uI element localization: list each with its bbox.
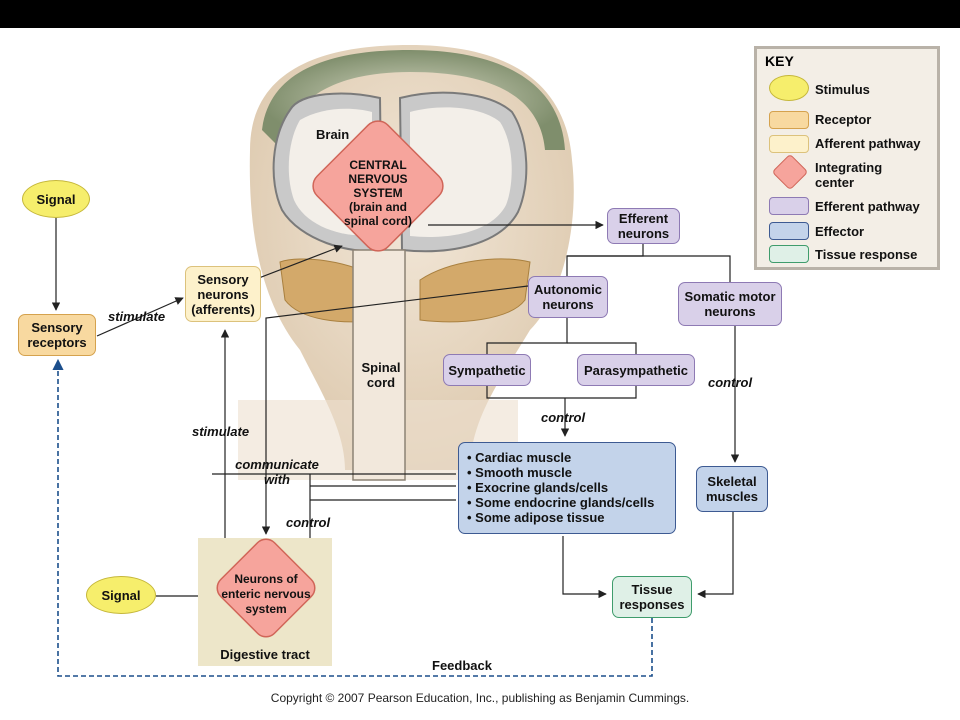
sensory-receptors: Sensory receptors bbox=[18, 314, 96, 356]
digestive-tract-label: Digestive tract bbox=[220, 647, 310, 662]
skeletal-muscles: Skeletal muscles bbox=[696, 466, 768, 512]
key-swatch-stimulus bbox=[769, 75, 809, 101]
connectors bbox=[51, 218, 740, 599]
enteric-label: Neurons of enteric nervous system bbox=[221, 572, 311, 616]
tissue-responses: Tissue responses bbox=[612, 576, 692, 618]
cns-label: CENTRAL NERVOUS SYSTEM (brain and spinal… bbox=[343, 158, 412, 228]
somatic-motor-neurons: Somatic motor neurons bbox=[678, 282, 782, 326]
effector-item: • Smooth muscle bbox=[467, 465, 572, 480]
key-swatch-integrating bbox=[771, 153, 809, 191]
key-label-effector: Effector bbox=[815, 224, 865, 239]
key-swatch-receptor bbox=[769, 111, 809, 129]
feedback-label: Feedback bbox=[432, 658, 492, 673]
edge-label-control: control bbox=[286, 515, 331, 530]
sympathetic: Sympathetic bbox=[443, 354, 531, 386]
key-legend: KEY Stimulus Receptor Afferent pathway I… bbox=[754, 46, 940, 270]
spinal-cord-label: Spinal cord bbox=[361, 360, 401, 390]
effector-item: • Cardiac muscle bbox=[467, 450, 572, 465]
edge-label-stimulate: stimulate bbox=[192, 424, 250, 439]
edge-label-control: control bbox=[708, 375, 753, 390]
key-label-afferent: Afferent pathway bbox=[815, 136, 921, 151]
copyright: Copyright © 2007 Pearson Education, Inc.… bbox=[270, 691, 690, 705]
enteric-diamond bbox=[216, 538, 316, 638]
edge-label-stimulate: stimulate bbox=[108, 309, 166, 324]
effector-item: • Some endocrine glands/cells bbox=[467, 495, 655, 510]
key-swatch-tissue bbox=[769, 245, 809, 263]
key-label-efferent: Efferent pathway bbox=[815, 199, 920, 214]
key-label-tissue: Tissue response bbox=[815, 247, 918, 262]
edge-label-control: control bbox=[541, 410, 586, 425]
key-label-integrating: Integrating center bbox=[815, 160, 883, 190]
signal-bottom: Signal bbox=[86, 576, 156, 614]
key-label-stimulus: Stimulus bbox=[815, 82, 870, 97]
effector-item: • Some adipose tissue bbox=[467, 510, 605, 525]
feedback-arrow bbox=[52, 358, 653, 677]
autonomic-effectors: • Cardiac muscle • Smooth muscle • Exocr… bbox=[458, 442, 676, 534]
brain-label: Brain bbox=[316, 127, 350, 142]
edge-label-communicate-with: communicate with bbox=[235, 457, 319, 487]
key-title: KEY bbox=[765, 53, 794, 69]
parasympathetic: Parasympathetic bbox=[577, 354, 695, 386]
efferent-neurons: Efferent neurons bbox=[607, 208, 680, 244]
key-label-receptor: Receptor bbox=[815, 112, 872, 127]
sensory-neurons: Sensory neurons (afferents) bbox=[185, 266, 261, 322]
effector-item: • Exocrine glands/cells bbox=[467, 480, 609, 495]
autonomic-neurons: Autonomic neurons bbox=[528, 276, 608, 318]
key-swatch-efferent bbox=[769, 197, 809, 215]
top-bar bbox=[0, 0, 960, 28]
key-swatch-afferent bbox=[769, 135, 809, 153]
cns-diamond bbox=[312, 120, 444, 252]
signal-top: Signal bbox=[22, 180, 90, 218]
key-swatch-effector bbox=[769, 222, 809, 240]
